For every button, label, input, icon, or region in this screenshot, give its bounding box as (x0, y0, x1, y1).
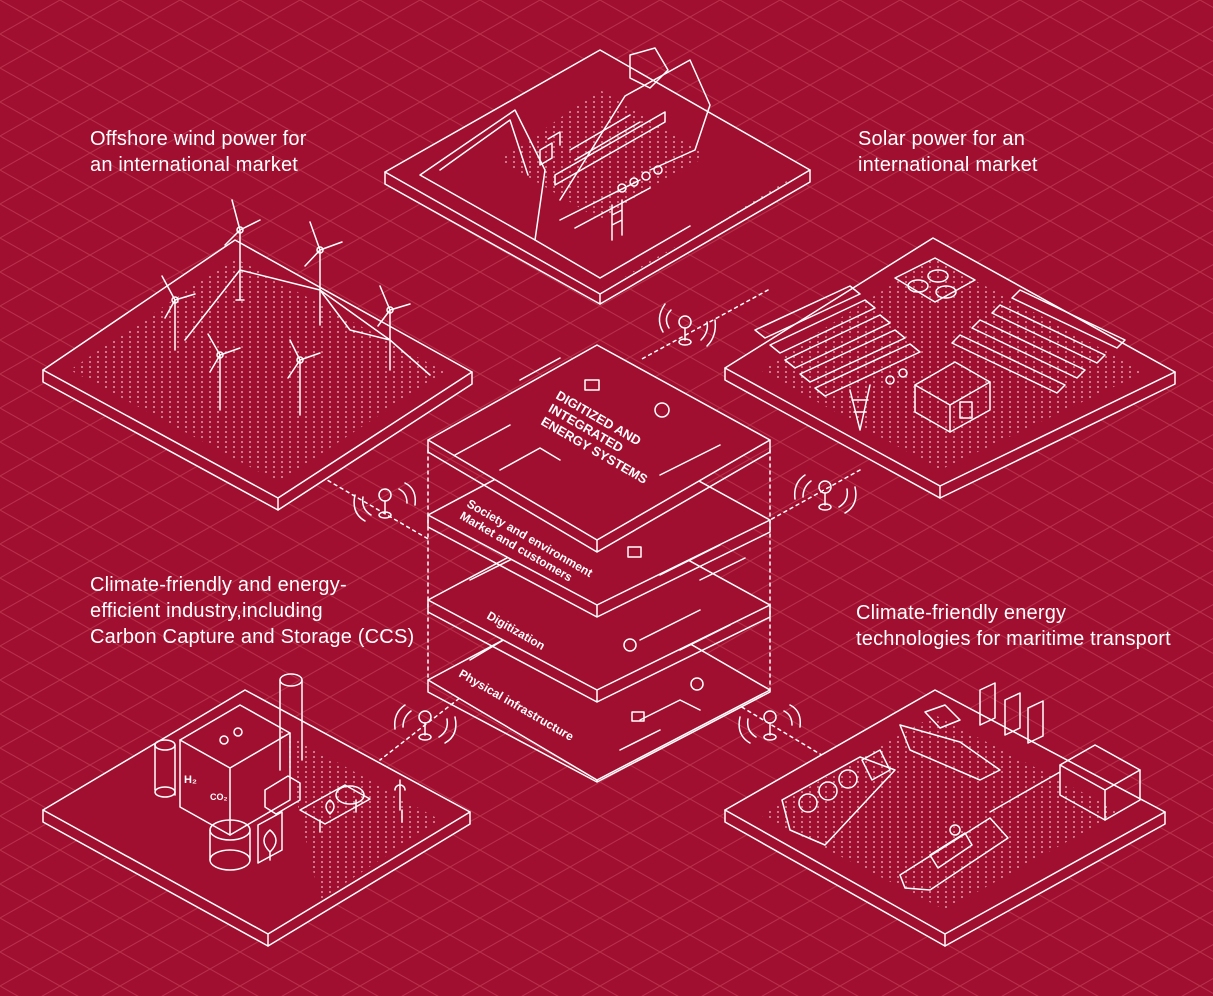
wireless-signal-icon (658, 303, 717, 347)
solar-panel-icon (754, 285, 1126, 397)
h2-label: H₂ (184, 774, 197, 786)
offshore-wind-platform (42, 199, 473, 511)
hydropower-dam-icon (419, 47, 711, 279)
caption-maritime: Climate-friendly energy technologies for… (856, 600, 1171, 652)
wireless-signal-icon (393, 704, 457, 744)
co2-label: CO₂ (210, 792, 228, 802)
wind-turbine-icon (287, 339, 321, 416)
caption-line: international market (858, 154, 1038, 176)
caption-line: Climate-friendly energy (856, 602, 1067, 624)
leaf-icon (263, 829, 277, 861)
wireless-signal-icon (793, 474, 857, 514)
wind-turbine-icon (161, 275, 196, 351)
caption-solar: Solar power for an international market (858, 126, 1038, 178)
wind-turbine-icon (304, 221, 343, 326)
wind-turbine-icon (224, 199, 261, 301)
integrated-energy-stack (427, 344, 771, 783)
wireless-signal-icon (353, 482, 417, 522)
wind-turbine-icon (207, 333, 241, 411)
solar-platform (724, 237, 1176, 499)
caption-industry: Climate-friendly and energy- efficient i… (90, 572, 414, 650)
caption-offshore-wind: Offshore wind power for an international… (90, 126, 307, 178)
caption-line: efficient industry,including (90, 600, 323, 622)
industry-platform (42, 673, 471, 947)
ship-icon (781, 749, 896, 846)
layer-digitized-integrated (427, 344, 771, 553)
caption-line: technologies for maritime transport (856, 628, 1171, 650)
leaf-icon (325, 799, 335, 815)
caption-line: Carbon Capture and Storage (CCS) (90, 626, 415, 648)
caption-line: Solar power for an (858, 128, 1026, 150)
wind-turbine-icon (377, 285, 411, 371)
wireless-signal-icon (738, 704, 802, 744)
factory-icon (154, 673, 406, 871)
caption-line: Offshore wind power for (90, 128, 307, 150)
ship-icon (899, 704, 1001, 781)
caption-line: Climate-friendly and energy- (90, 574, 347, 596)
hydropower-platform (384, 47, 811, 305)
caption-line: an international market (90, 154, 299, 176)
ship-icon (899, 817, 1009, 891)
maritime-platform (724, 682, 1166, 947)
